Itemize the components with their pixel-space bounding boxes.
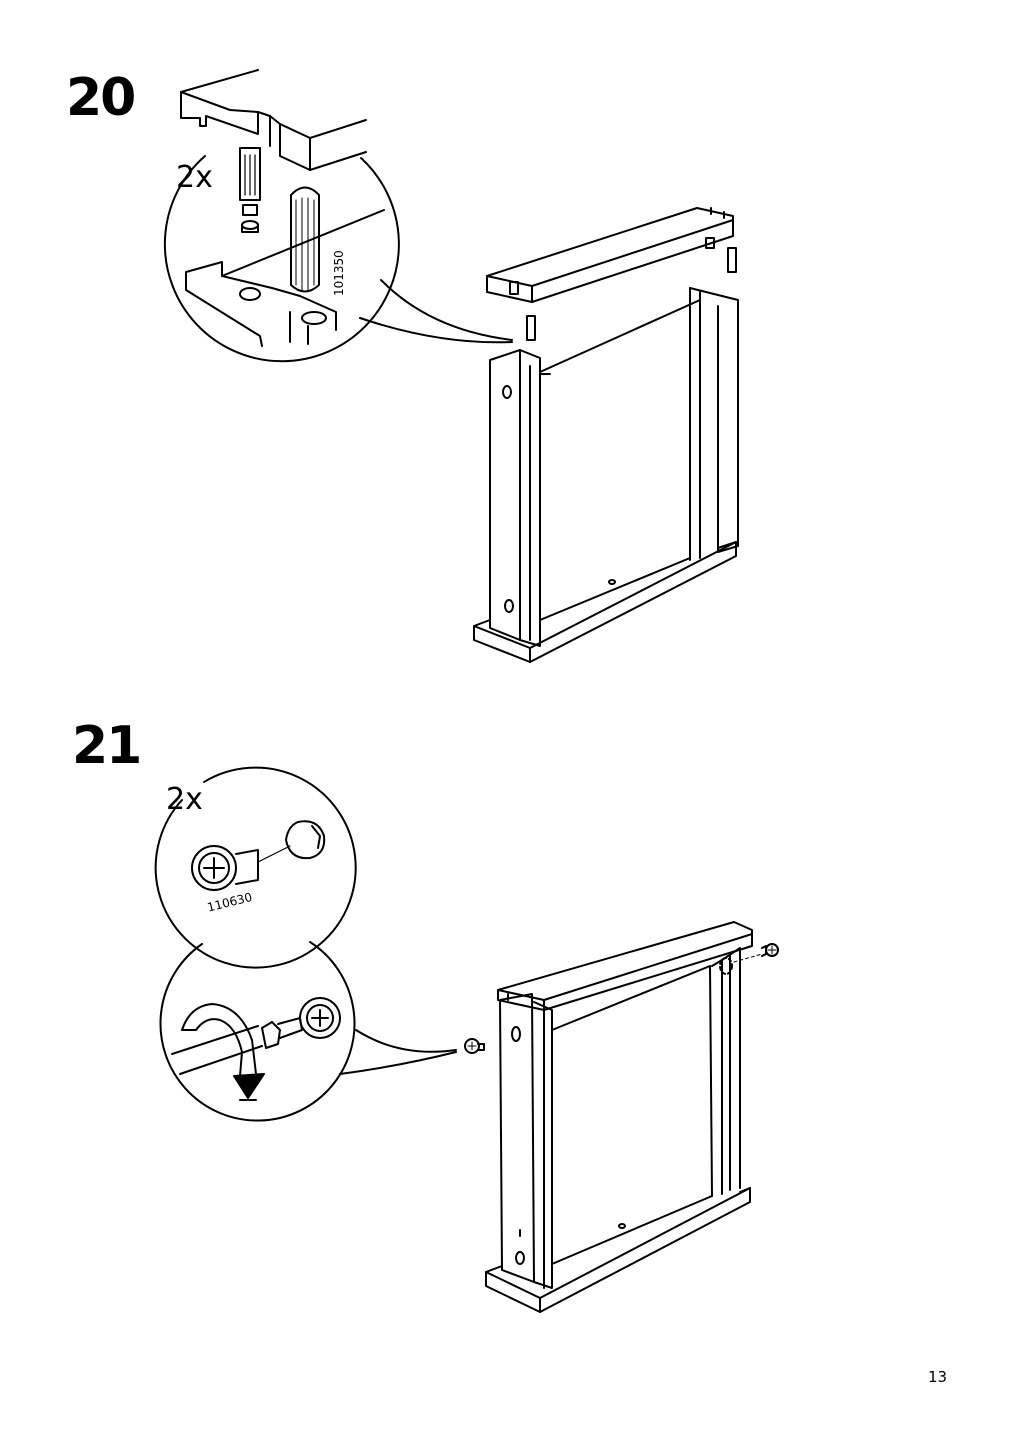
step-20-detail-circle (165, 156, 512, 361)
rotate-arrow-icon (182, 1004, 264, 1100)
step-20-quantity: 2x (176, 160, 213, 195)
cam-bolt-icon (240, 148, 260, 232)
step-21-detail-circle-top (156, 768, 356, 968)
step-20-number: 20 (66, 68, 136, 128)
cam-lock-icon (300, 998, 340, 1038)
screwdriver-icon (172, 1018, 302, 1074)
step-21-detail-circle-bottom (160, 942, 456, 1121)
frame-icon (465, 922, 778, 1312)
step-21-quantity: 2x (166, 782, 203, 817)
cam-lock-icon (192, 821, 324, 890)
panel-top-edge (186, 210, 384, 346)
page-number: 13 (928, 1368, 948, 1386)
shelf-panel-icon (181, 70, 366, 170)
frame-icon (474, 208, 738, 662)
step-21-number: 21 (72, 716, 142, 776)
